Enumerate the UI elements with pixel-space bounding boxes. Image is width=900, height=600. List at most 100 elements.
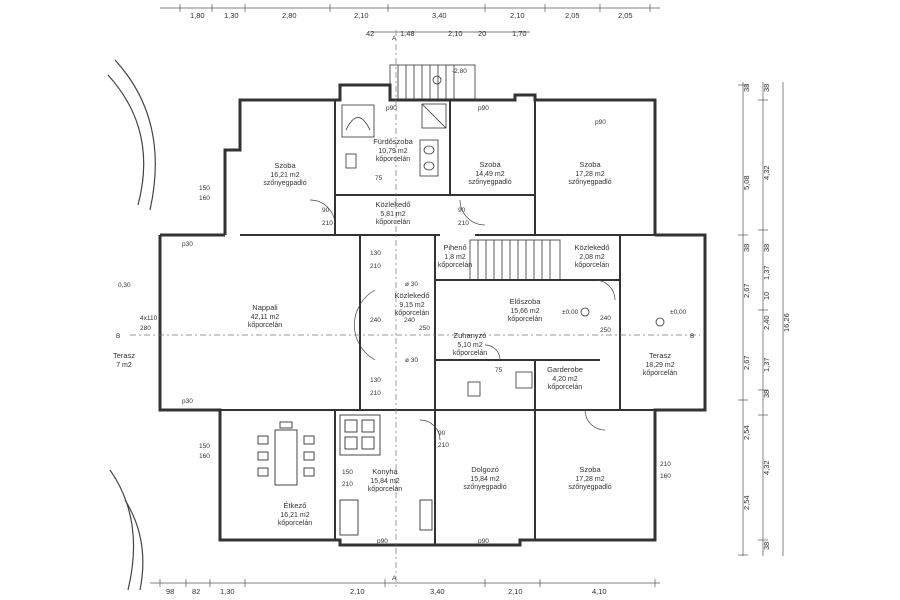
room-name: Terasz	[113, 351, 135, 360]
dim-label: 2,05	[618, 11, 633, 20]
opening-tag: ø 30	[405, 281, 418, 288]
interior-walls	[220, 100, 655, 545]
opening-tag: 160	[660, 473, 671, 480]
opening-tag: p90	[478, 105, 489, 112]
dim-label: 2,10	[354, 11, 369, 20]
opening-tag: 160	[199, 195, 210, 202]
section-marker: B	[690, 333, 694, 340]
room-szoba-n: Szoba 14,49 m2 szőnyegpadló	[468, 160, 511, 186]
opening-tag: 210	[438, 442, 449, 449]
level-label: ±0,00	[562, 309, 579, 316]
room-floor: kőporcelán	[395, 310, 429, 317]
room-floor: kőporcelán	[248, 322, 282, 329]
opening-tags: p90 p90 p90 p90 p90 p30 p30 90 210 90 21…	[118, 105, 671, 545]
room-kozlekedo-right: Közlekedő 2,08 m2 kőporcelán	[574, 243, 609, 269]
room-name: Zuhanyzó	[454, 331, 487, 340]
opening-tag: ø 30	[405, 357, 418, 364]
building-walls	[158, 83, 707, 547]
section-marker: A	[392, 575, 397, 582]
dim-label: 98	[166, 587, 174, 596]
room-terasz-east: Terasz 18,29 m2 kőporcelán	[643, 351, 677, 377]
opening-tag: 210	[342, 481, 353, 488]
right-dimension-chain	[738, 82, 784, 556]
section-marker-labels: A B B A	[116, 35, 694, 582]
top-dimension-labels: 1,80 1,30 2,80 2,10 3,40 2,10 2,05 2,05 …	[190, 11, 633, 38]
opening-tag: 250	[419, 325, 430, 332]
room-kozlekedo-top: Közlekedő 5,81 m2 kőporcelán	[375, 200, 410, 226]
room-name: Szoba	[579, 465, 601, 474]
room-floor: kőporcelán	[548, 384, 582, 391]
dim-label: 38	[762, 244, 771, 252]
room-name: Fürdőszoba	[373, 137, 413, 146]
room-kozlekedo-center: Közlekedő 9,15 m2 kőporcelán	[394, 291, 429, 317]
opening-tag: p90	[377, 538, 388, 545]
opening-tag: 90	[322, 207, 330, 214]
dim-label: 2,67	[742, 283, 751, 298]
room-name: Közlekedő	[574, 243, 609, 252]
room-name: Közlekedő	[375, 200, 410, 209]
dim-label: 1,70	[512, 29, 527, 38]
room-area: 4,20 m2	[552, 376, 577, 383]
room-area: 5,10 m2	[457, 342, 482, 349]
dim-label: 1,80	[190, 11, 205, 20]
stair-top	[389, 64, 476, 101]
section-marker: B	[116, 333, 120, 340]
dim-label: 3,40	[432, 11, 447, 20]
room-floor: kőporcelán	[643, 370, 677, 377]
room-szoba-ne: Szoba 17,28 m2 szőnyegpadló	[568, 160, 611, 186]
opening-tag: 4x110	[140, 315, 158, 322]
room-floor: kőporcelán	[508, 316, 542, 323]
opening-tag: 75	[375, 175, 383, 182]
room-floor: szőnyegpadló	[568, 179, 611, 186]
dim-label: 2,54	[742, 495, 751, 510]
room-area: 14,49 m2	[475, 171, 504, 178]
opening-tag: 0,30	[118, 282, 131, 289]
room-konyha: Konyha 15,84 m2 kőporcelán	[368, 467, 402, 493]
room-name: Pihenő	[443, 243, 466, 252]
room-garderobe: Garderobe 4,20 m2 kőporcelán	[547, 365, 583, 391]
opening-tag: p30	[182, 398, 193, 405]
dim-label: 42	[366, 29, 374, 38]
dim-label: 2,54	[742, 425, 751, 440]
dim-label: 4,32	[762, 460, 771, 475]
dim-label: 2,10	[510, 11, 525, 20]
bottom-dimension-labels: 98 82 1,30 2,10 3,40 2,10 4,10	[166, 587, 607, 596]
stair-central	[469, 239, 561, 281]
opening-tag: 240	[370, 317, 381, 324]
right-dimension-labels: 38 38 4,32 5,08 38 38 1,37 2,67 10 2,40 …	[742, 84, 791, 550]
dim-label: 38	[762, 390, 771, 398]
shower-tray	[421, 103, 447, 129]
room-eloszoba: Előszoba 15,66 m2 kőporcelán	[508, 297, 542, 323]
dim-label: 1,30	[220, 587, 235, 596]
room-floor: kőporcelán	[278, 520, 312, 527]
room-name: Dolgozó	[471, 465, 499, 474]
dim-label: 4,32	[762, 165, 771, 180]
opening-tag: p90	[478, 538, 489, 545]
opening-tag: 210	[370, 263, 381, 270]
room-area: 18,29 m2	[645, 362, 674, 369]
section-lines	[130, 30, 700, 590]
opening-tag: 210	[458, 220, 469, 227]
opening-tag: 75	[495, 367, 503, 374]
sinks	[345, 139, 533, 397]
opening-tag: p90	[386, 105, 397, 112]
left-curved-terrace	[107, 59, 156, 591]
dim-label: 2,05	[565, 11, 580, 20]
room-szoba-nw: Szoba 16,21 m2 szőnyegpadló	[263, 161, 306, 187]
room-name: Szoba	[479, 160, 501, 169]
top-dimension-chain	[160, 4, 660, 33]
room-area: 7 m2	[116, 362, 132, 369]
opening-tag: 150	[199, 185, 210, 192]
dim-label: 2,67	[742, 355, 751, 370]
opening-tag: 240	[404, 317, 415, 324]
room-area: 15,84 m2	[470, 476, 499, 483]
room-name: Étkező	[284, 501, 307, 510]
opening-tag: 90	[438, 430, 446, 437]
opening-tag: 130	[370, 377, 381, 384]
room-labels: Szoba 16,21 m2 szőnyegpadló Fürdőszoba 1…	[113, 137, 677, 527]
room-area: 9,15 m2	[399, 302, 424, 309]
opening-tag: p30	[182, 241, 193, 248]
dim-label: 2,10	[448, 29, 463, 38]
room-terasz-west: Terasz 7 m2	[113, 351, 135, 369]
